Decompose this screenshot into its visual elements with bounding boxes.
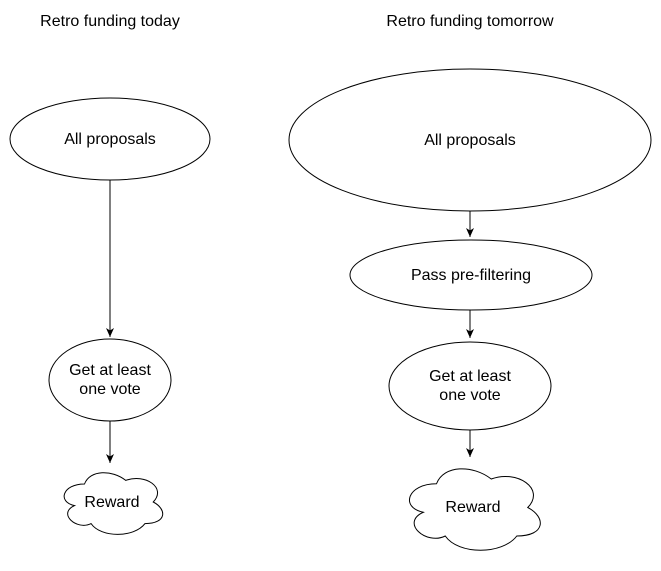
left-column-title: Retro funding today [40, 13, 180, 30]
right-pass-prefiltering-ellipse [349, 239, 593, 311]
right-all-proposals-ellipse [288, 68, 652, 212]
left-get-vote-ellipse [48, 338, 172, 422]
left-reward-cloud [63, 472, 164, 535]
right-reward-cloud [409, 468, 541, 551]
right-column-title: Retro funding tomorrow [386, 13, 554, 30]
right-get-vote-ellipse [388, 341, 552, 431]
left-all-proposals-ellipse [9, 97, 211, 181]
